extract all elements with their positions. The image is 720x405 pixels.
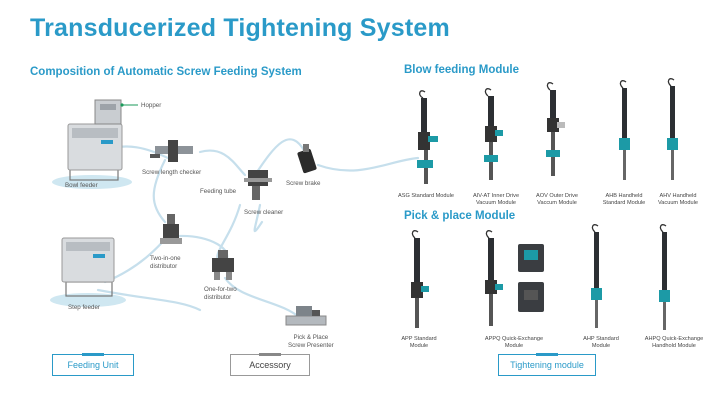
section-title-pick-place: Pick & place Module xyxy=(404,210,516,222)
label-two-in-one-distributor: Two-in-one distributor xyxy=(150,255,181,270)
caption-app-module: APP Standard Module xyxy=(401,336,437,349)
feeding-tube xyxy=(223,276,302,320)
caption-appq-module: APPQ Quick-Exchange Module xyxy=(484,336,544,349)
feeding-tube xyxy=(253,138,307,177)
accessory-button-label: Accessory xyxy=(249,360,291,370)
feeding-tube xyxy=(96,288,202,312)
button-accent-bar xyxy=(536,353,558,356)
tightening-module-button[interactable]: Tightening module xyxy=(498,353,596,376)
feeding-tube xyxy=(152,158,167,224)
aov-module-tool xyxy=(546,82,565,176)
ahb-module-tool xyxy=(619,80,630,180)
label-bowl-feeder: Bowl feeder xyxy=(65,182,98,189)
caption-ahp-module: AHP Standard Module xyxy=(583,336,619,349)
caption-ahpq-module: AHPQ Quick-Exchange Handhold Module xyxy=(644,336,704,349)
accessory-button[interactable]: Accessory xyxy=(230,353,310,376)
button-accent-bar xyxy=(259,353,281,356)
screw-length-checker-device xyxy=(150,140,193,162)
ahp-module-tool xyxy=(591,224,602,328)
feeding-unit-button-label: Feeding Unit xyxy=(67,360,119,370)
bowl-feeder-machine xyxy=(52,99,132,189)
feeding-tube xyxy=(316,156,420,172)
caption-ahv-module: AHV Handheld Vacuum Module xyxy=(657,193,698,206)
one-for-two-distributor-device xyxy=(212,250,234,280)
two-in-one-distributor-device xyxy=(160,214,182,244)
label-feeding-tube: Feeding tube xyxy=(200,188,237,195)
ahpq-module-tool xyxy=(659,224,670,330)
appq-module-tool xyxy=(485,230,544,326)
caption-aiv-module: AIV-AT Inner Drive Vacuum Module xyxy=(472,193,520,206)
caption-aov-module: AOV Outer Drive Vaccum Module xyxy=(536,193,578,206)
feeding-tube xyxy=(198,149,247,177)
screw-brake-device xyxy=(297,144,317,174)
feeding-unit-button[interactable]: Feeding Unit xyxy=(52,353,134,376)
asg-module-tool xyxy=(417,90,438,184)
label-step-feeder: Step feeder xyxy=(68,304,100,311)
label-screw-length-checker: Screw length checker xyxy=(142,169,202,176)
screw-presenter-device xyxy=(285,306,327,326)
label-screw-brake: Screw brake xyxy=(286,180,321,187)
label-hopper: Hopper xyxy=(141,102,162,109)
tightening-module-button-label: Tightening module xyxy=(510,360,584,370)
section-title-blow-feeding: Blow feeding Module xyxy=(404,64,519,76)
caption-ahb-module: AHB Handheld Standard Module xyxy=(602,193,646,206)
step-feeder-machine xyxy=(50,237,126,307)
aiv-module-tool xyxy=(484,88,503,180)
feeding-tube xyxy=(253,203,264,233)
button-accent-bar xyxy=(82,353,104,356)
page-title: Transducerized Tightening System xyxy=(30,14,450,42)
label-screw-presenter: Pick & Place Screw Presenter xyxy=(288,334,334,349)
caption-asg-module: ASG Standard Module xyxy=(398,193,454,199)
screw-cleaner-device xyxy=(244,170,272,200)
section-title-composition: Composition of Automatic Screw Feeding S… xyxy=(30,66,302,78)
label-screw-cleaner: Screw cleaner xyxy=(244,209,284,216)
label-one-for-two-distributor: One-for-two distributor xyxy=(204,286,237,301)
ahv-module-tool xyxy=(667,78,678,180)
app-module-tool xyxy=(411,230,429,328)
